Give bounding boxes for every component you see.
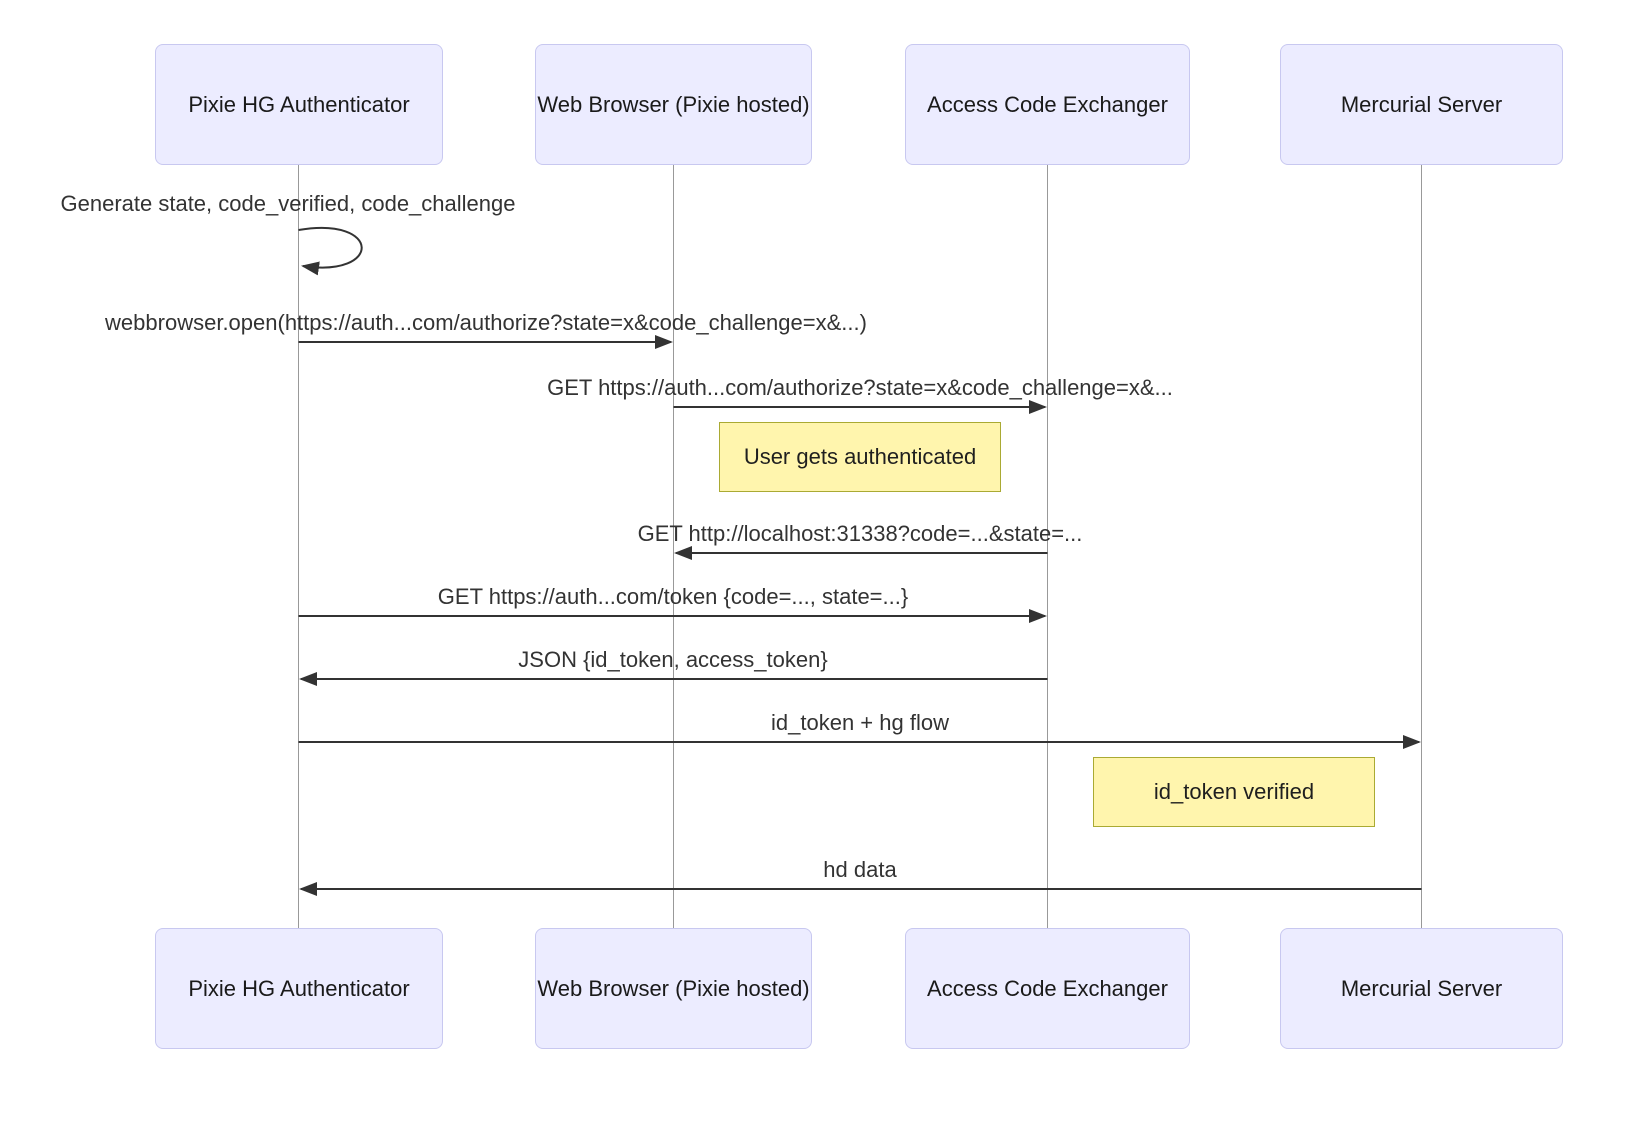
self-loop-arrow: [298, 227, 363, 276]
message-label-get-authorize: GET https://auth...com/authorize?state=x…: [547, 375, 1173, 400]
note-user-gets-authenticated: User gets authenticated: [719, 422, 1001, 492]
note-label: id_token verified: [1153, 779, 1315, 804]
message-label-webbrowser-open: webbrowser.open(https://auth...com/autho…: [105, 310, 867, 335]
participant-label: Access Code Exchanger: [927, 975, 1168, 1001]
message-label-json-tokens: JSON {id_token, access_token}: [518, 647, 828, 672]
participant-box-bottom-access-code-exchanger: Access Code Exchanger: [905, 928, 1190, 1049]
participant-box-top-mercurial-server: Mercurial Server: [1280, 44, 1563, 165]
message-label-id-token-hg-flow: id_token + hg flow: [771, 710, 949, 735]
participant-box-bottom-pixie-hg-authenticator: Pixie HG Authenticator: [155, 928, 443, 1049]
participant-label: Web Browser (Pixie hosted): [537, 91, 810, 117]
message-label-hd-data: hd data: [823, 857, 897, 882]
note-id-token-verified: id_token verified: [1093, 757, 1375, 827]
participant-box-bottom-web-browser: Web Browser (Pixie hosted): [535, 928, 812, 1049]
participant-label: Mercurial Server: [1340, 975, 1503, 1001]
participant-label: Pixie HG Authenticator: [188, 91, 410, 117]
message-label-generate-state: Generate state, code_verified, code_chal…: [60, 191, 516, 216]
participant-label: Access Code Exchanger: [927, 91, 1168, 117]
participant-box-top-access-code-exchanger: Access Code Exchanger: [905, 44, 1190, 165]
participant-label: Pixie HG Authenticator: [188, 975, 410, 1001]
message-label-get-localhost: GET http://localhost:31338?code=...&stat…: [637, 521, 1083, 546]
message-label-get-token: GET https://auth...com/token {code=..., …: [437, 584, 909, 609]
participant-box-top-pixie-hg-authenticator: Pixie HG Authenticator: [155, 44, 443, 165]
participant-box-top-web-browser: Web Browser (Pixie hosted): [535, 44, 812, 165]
participant-box-bottom-mercurial-server: Mercurial Server: [1280, 928, 1563, 1049]
note-label: User gets authenticated: [743, 444, 977, 469]
participant-label: Web Browser (Pixie hosted): [537, 975, 810, 1001]
participant-label: Mercurial Server: [1340, 91, 1503, 117]
